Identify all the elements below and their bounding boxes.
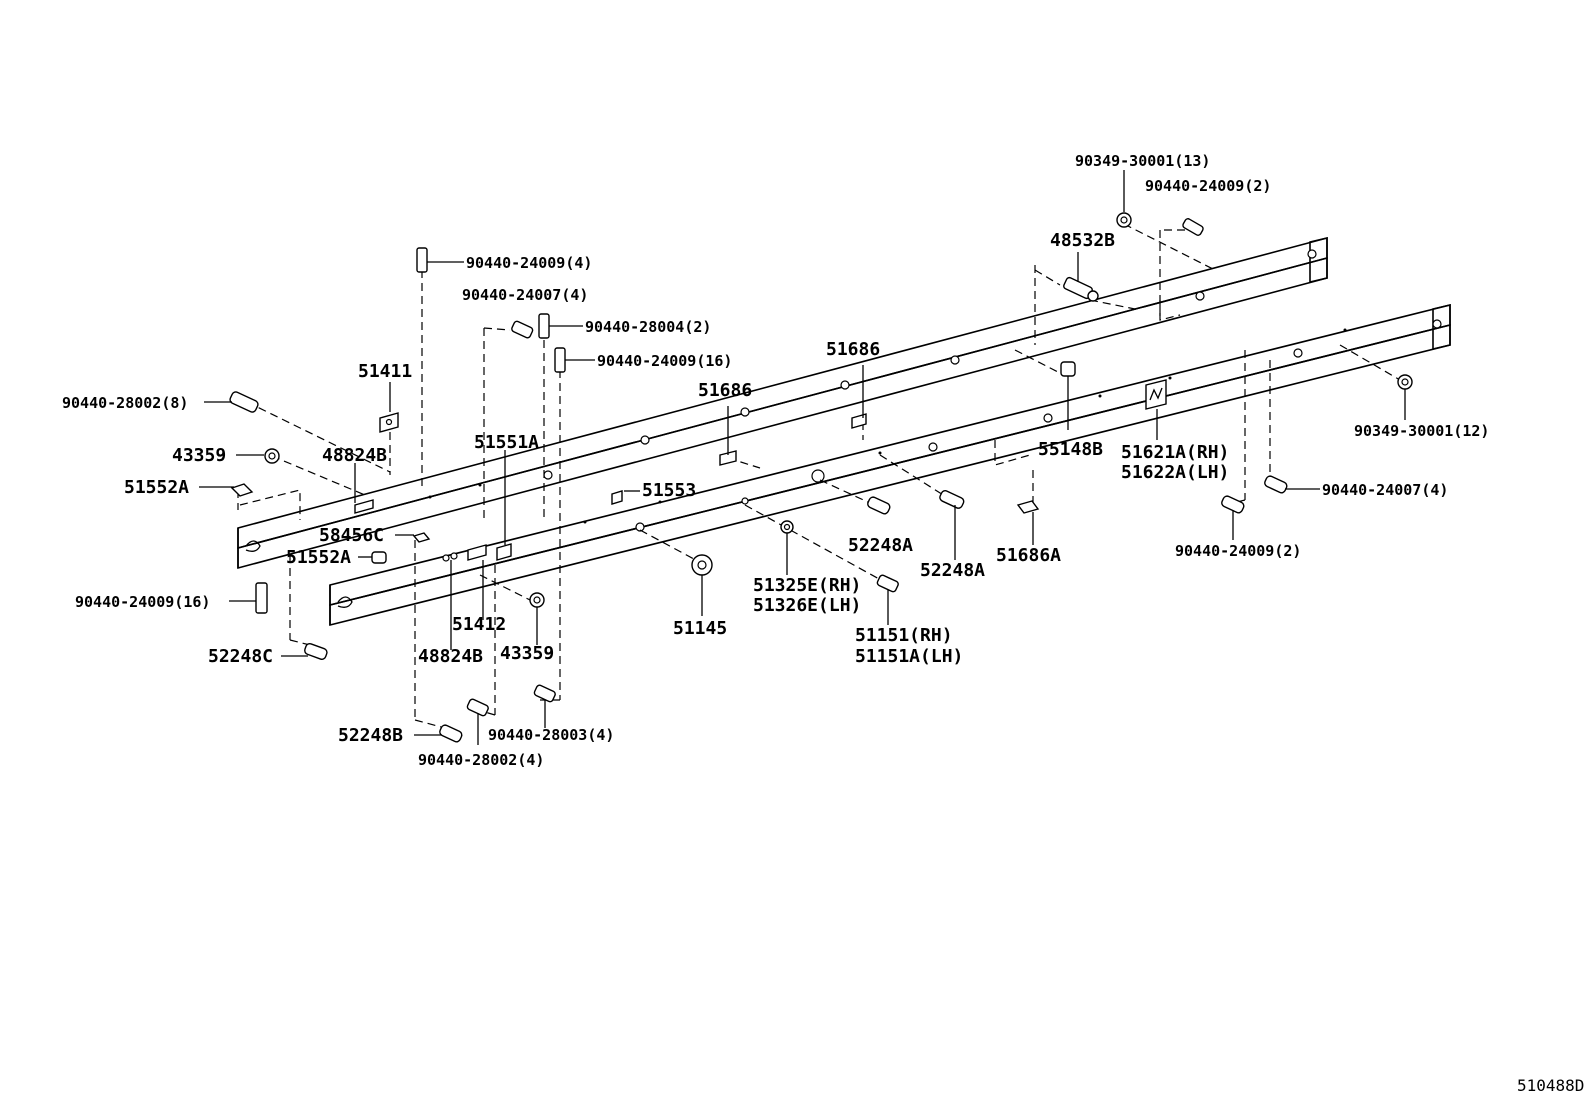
bolt-part <box>439 724 463 743</box>
rivet-part <box>466 698 489 717</box>
rivet-part <box>533 684 556 703</box>
part-label: 90440-24009(16) <box>597 352 732 370</box>
bracket-part <box>851 413 867 429</box>
part-label: 43359 <box>500 643 554 664</box>
part-label: 90440-28002(4) <box>418 751 544 769</box>
bolt-part <box>939 490 965 509</box>
rivet-part <box>255 582 268 614</box>
rivet-part <box>1182 218 1204 236</box>
part-label: 51145 <box>673 618 727 639</box>
part-label: 51686 <box>698 380 752 401</box>
part-label: 51552A <box>124 477 189 498</box>
parts <box>229 212 1413 743</box>
part-label: 48824B <box>418 646 483 667</box>
part-label: 55148B <box>1038 439 1103 460</box>
bolt-part <box>304 642 328 660</box>
bolt-part <box>229 391 259 413</box>
rivet-part <box>416 247 428 273</box>
lower-frame-rail <box>329 303 1451 627</box>
part-label: 51326E(LH) <box>753 595 861 616</box>
part-label: 51411 <box>358 361 412 382</box>
bracket-part <box>1016 500 1040 514</box>
frame-holes <box>428 291 1347 532</box>
part-label: 51412 <box>452 614 506 635</box>
part-label: 51686A <box>996 545 1061 566</box>
clip-part <box>1060 361 1076 377</box>
bolt-part <box>876 574 899 593</box>
bracket-part <box>354 499 374 514</box>
cross-member-outline <box>239 265 1181 520</box>
part-label: 52248A <box>848 535 913 556</box>
part-label: 51621A(RH) <box>1121 442 1229 463</box>
rivet-part <box>511 320 534 339</box>
part-label: 90440-24007(4) <box>1322 481 1448 499</box>
part-label: 51151(RH) <box>855 625 953 646</box>
part-label: 90440-28003(4) <box>488 726 614 744</box>
part-label: 90440-24009(2) <box>1175 542 1301 560</box>
assembly-paths <box>237 223 1401 729</box>
part-label: 52248C <box>208 646 273 667</box>
part-label: 90440-24009(16) <box>75 593 210 611</box>
part-label: 90440-24009(4) <box>466 254 592 272</box>
part-label: 51325E(RH) <box>753 575 861 596</box>
part-label: 90440-28004(2) <box>585 318 711 336</box>
part-label: 51553 <box>642 480 696 501</box>
rivet-part <box>1264 475 1288 494</box>
clip-part <box>611 490 623 505</box>
part-label: 51151A(LH) <box>855 646 963 667</box>
part-label: 58456C <box>319 525 384 546</box>
part-label: 51552A <box>286 547 351 568</box>
part-label: 51622A(LH) <box>1121 462 1229 483</box>
clip-part <box>230 483 254 497</box>
part-label: 51551A <box>474 432 539 453</box>
part-label: 90440-24007(4) <box>462 286 588 304</box>
diagram-reference-code: 510488D <box>1517 1076 1584 1095</box>
clip-part <box>371 551 387 564</box>
rivet-part <box>538 313 550 339</box>
upper-frame-rail <box>237 236 1328 570</box>
part-label: 52248A <box>920 560 985 581</box>
clip-part <box>412 532 431 543</box>
rivet-part <box>554 347 566 373</box>
part-label: 90349-30001(13) <box>1075 152 1210 170</box>
part-labels: 90349-30001(13) 90440-24009(2) 48532B 90… <box>62 152 1584 1095</box>
part-label: 52248B <box>338 725 403 746</box>
bracket-part <box>719 450 737 466</box>
bolt-part <box>867 496 891 515</box>
leader-lines <box>199 170 1406 745</box>
part-label: 90440-28002(8) <box>62 394 188 412</box>
rivet-part <box>1221 495 1245 514</box>
part-label: 51686 <box>826 339 880 360</box>
part-label: 43359 <box>172 445 226 466</box>
bracket-part <box>467 544 487 561</box>
part-label: 90349-30001(12) <box>1354 422 1489 440</box>
part-label: 48532B <box>1050 230 1115 251</box>
part-label: 90440-24009(2) <box>1145 177 1271 195</box>
part-label: 48824B <box>322 445 387 466</box>
bracket-part <box>496 543 512 561</box>
